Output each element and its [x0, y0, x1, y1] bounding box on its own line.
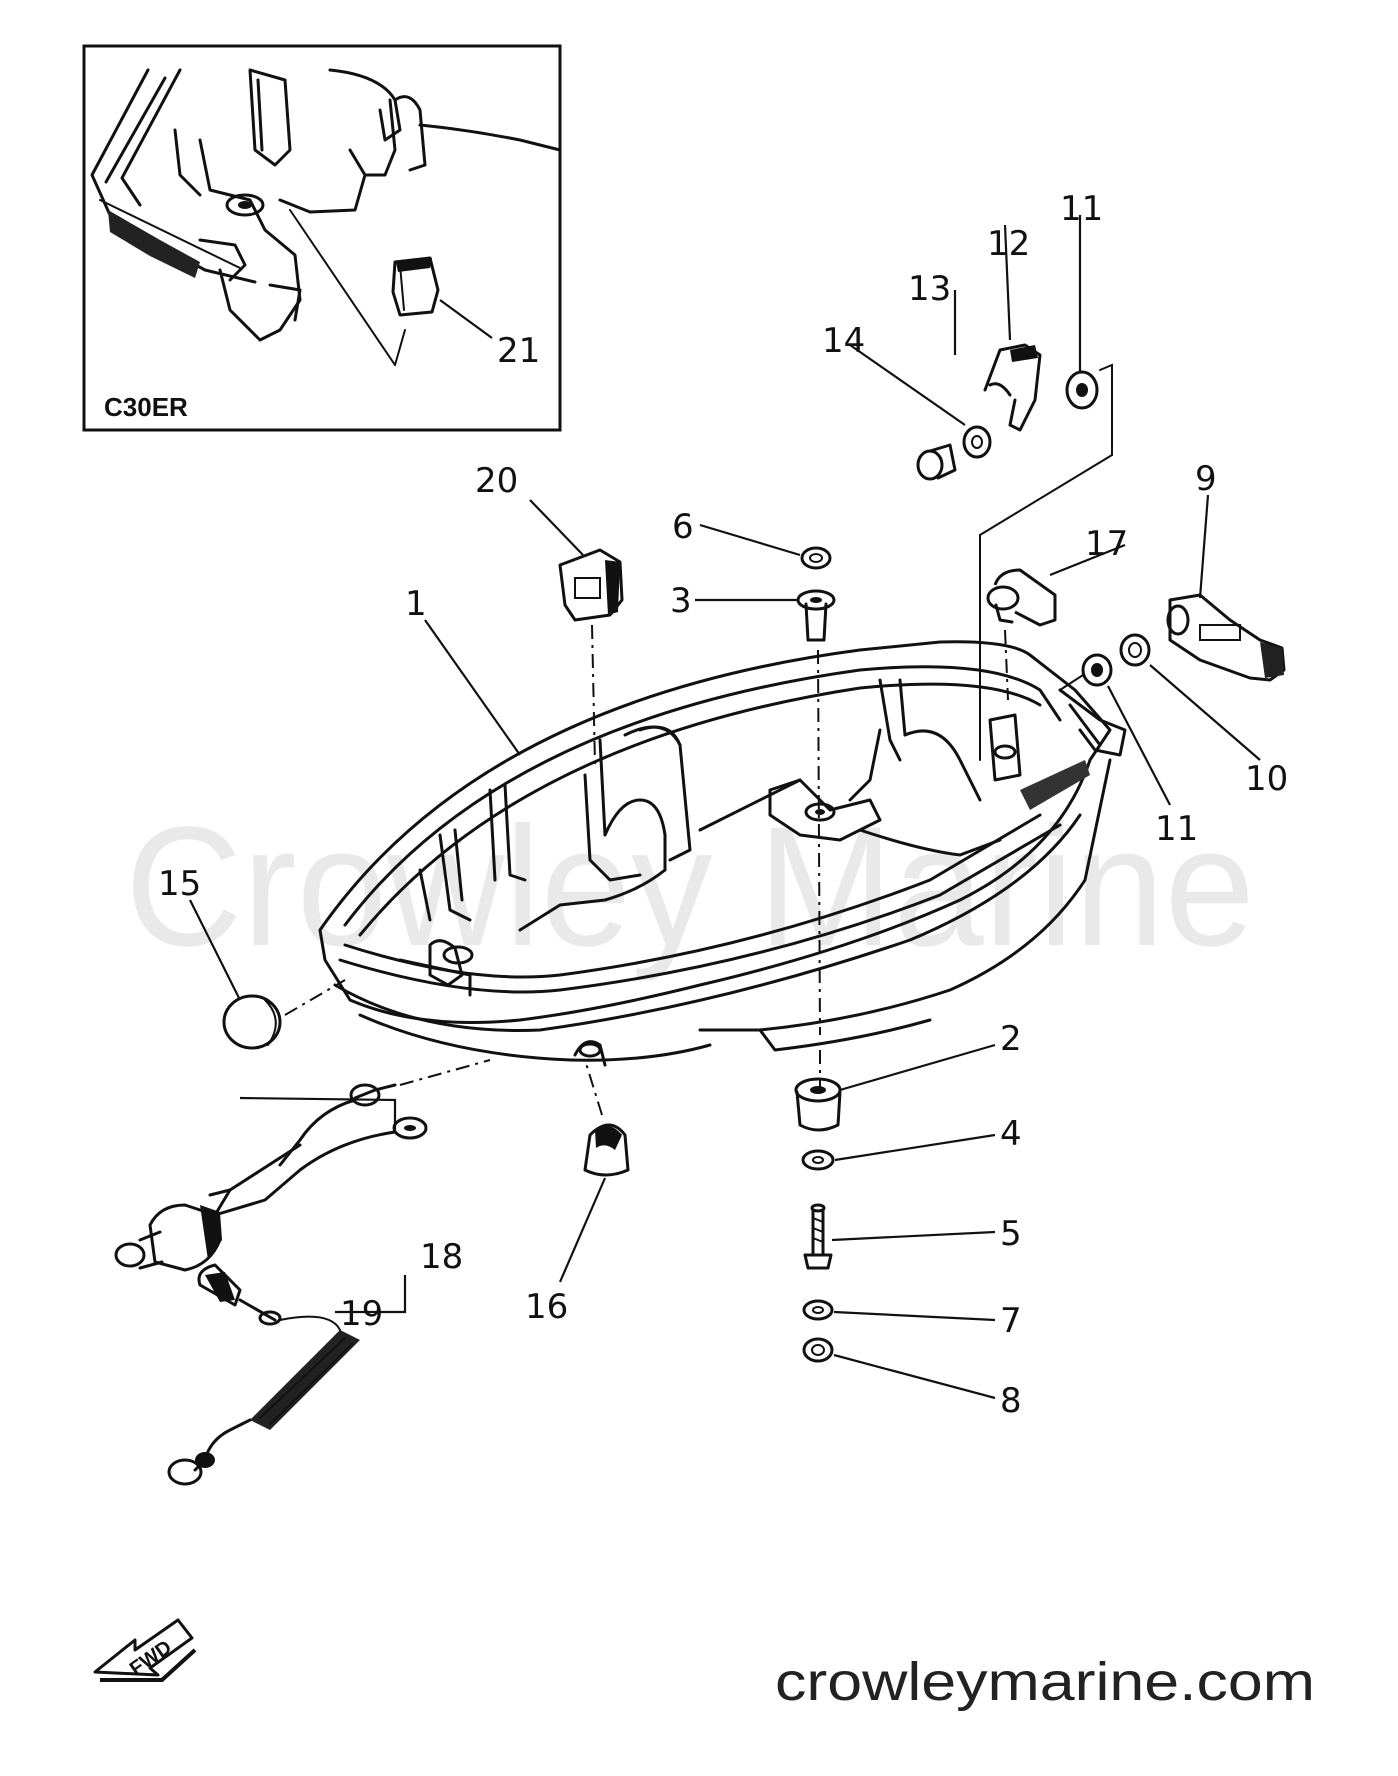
- callout-9: 9: [1195, 459, 1217, 499]
- callout-18: 18: [420, 1237, 463, 1277]
- footer-url: crowleymarine.com: [775, 1652, 1315, 1712]
- callout-16: 16: [525, 1287, 568, 1327]
- callout-4: 4: [1000, 1114, 1022, 1154]
- callout-10: 10: [1245, 759, 1288, 799]
- part-10-nut: [1119, 633, 1151, 667]
- part-2-grommet: [794, 1077, 842, 1132]
- part-4-washer: [801, 1149, 835, 1171]
- part-11-collar-side: [1059, 653, 1113, 691]
- part-14-screw: [916, 443, 957, 481]
- callout-1: 1: [405, 584, 427, 624]
- callout-11-top: 11: [1060, 189, 1103, 229]
- callout-5: 5: [1000, 1214, 1022, 1254]
- bottom-cowling: [318, 640, 1127, 1067]
- part-3-collar: [796, 589, 836, 642]
- callout-20: 20: [475, 461, 518, 501]
- part-8-nut: [802, 1337, 834, 1363]
- callout-2: 2: [1000, 1019, 1022, 1059]
- fwd-arrow-icon: FWD: [93, 1618, 197, 1682]
- part-16-grommet: [583, 1123, 630, 1177]
- part-9-lever: [1166, 593, 1286, 682]
- callout-15: 15: [158, 864, 201, 904]
- callout-21: 21: [497, 331, 540, 371]
- callout-19: 19: [340, 1294, 383, 1334]
- leader-lines: [189, 215, 1261, 1400]
- callout-11-side: 11: [1155, 809, 1198, 849]
- callout-12: 12: [987, 224, 1030, 264]
- inset-model-label: C30ER: [104, 392, 188, 422]
- callout-7: 7: [1000, 1301, 1022, 1341]
- callout-14: 14: [822, 321, 865, 361]
- inset-panel: 21 C30ER: [82, 44, 562, 432]
- part-7-washer: [802, 1299, 834, 1321]
- part-15-plug: [222, 994, 282, 1050]
- callout-3: 3: [670, 581, 692, 621]
- part-20-seal: [558, 548, 624, 766]
- part-5-bolt: [803, 1203, 833, 1270]
- callout-13: 13: [908, 269, 951, 309]
- part-18-stop-switch: [114, 1059, 491, 1272]
- part-19-lanyard: [167, 1263, 360, 1486]
- callout-17: 17: [1085, 524, 1128, 564]
- part-17-cam: [986, 568, 1057, 627]
- callout-6: 6: [672, 507, 694, 547]
- callout-8: 8: [1000, 1381, 1022, 1421]
- part-6-nut: [800, 546, 832, 570]
- part-13-washer: [962, 425, 992, 459]
- part-11-collar-top: [1065, 370, 1099, 410]
- watermark-text: Crowley Marine: [125, 792, 1255, 982]
- part-12-bracket: [983, 343, 1042, 432]
